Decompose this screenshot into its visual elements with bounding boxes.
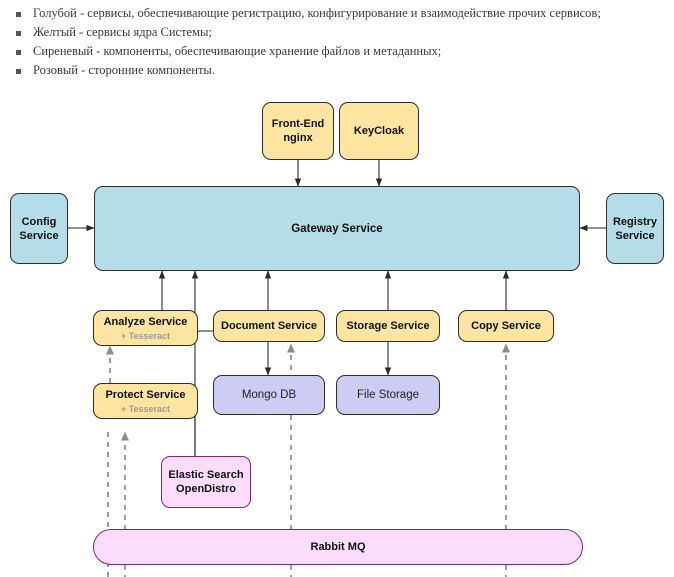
node-storage-service[interactable]: Storage Service [336,310,440,342]
legend-list: Голубой - сервисы, обеспечивающие регист… [0,0,674,82]
node-label: File Storage [356,389,419,401]
node-label: Storage Service [346,320,430,332]
node-label: Mongo DB [241,389,297,401]
legend-item-label: Сиреневый - компоненты, обеспечивающие х… [33,44,442,58]
node-label-line2: OpenDistro [176,483,236,495]
square-bullet-icon [16,50,21,55]
node-keycloak[interactable]: KeyCloak [339,102,419,160]
node-label: Config [21,215,57,228]
node-label: Registry [612,215,658,228]
square-bullet-icon [16,31,21,36]
node-elastic-search-opendistro[interactable]: Elastic Search OpenDistro [161,456,251,508]
list-item: Желтый - сервисы ядра Системы; [0,25,674,44]
node-subtitle: + Tesseract [120,403,171,414]
list-item: Розовый - сторонние компоненты. [0,63,674,82]
node-label-line2: Service [615,229,655,242]
legend-item-label: Голубой - сервисы, обеспечивающие регист… [33,6,601,20]
node-copy-service[interactable]: Copy Service [458,310,554,342]
node-label: Copy Service [471,320,541,332]
node-file-storage[interactable]: File Storage [336,375,440,415]
node-mongo-db[interactable]: Mongo DB [213,375,325,415]
node-label: Protect Service [105,388,186,401]
node-label: Analyze Service [103,315,188,328]
node-subtitle: + Tesseract [120,330,171,341]
node-rabbit-mq[interactable]: Rabbit MQ [93,529,583,565]
square-bullet-icon [16,69,21,74]
legend-item-label: Розовый - сторонние компоненты. [33,63,215,77]
architecture-diagram: Front-End nginx KeyCloak Config Service … [0,82,674,577]
list-item: Сиреневый - компоненты, обеспечивающие х… [0,44,674,63]
node-label: Elastic Search [168,469,244,481]
legend-item-label: Желтый - сервисы ядра Системы; [33,25,212,39]
node-label: Rabbit MQ [310,541,366,553]
list-item: Голубой - сервисы, обеспечивающие регист… [0,6,674,25]
square-bullet-icon [16,12,21,17]
node-document-service[interactable]: Document Service [213,310,325,342]
node-front-end-nginx[interactable]: Front-End nginx [262,102,334,160]
node-registry-service[interactable]: Registry Service [606,193,664,264]
node-config-service[interactable]: Config Service [10,193,68,264]
node-label-line2: nginx [283,132,313,144]
node-label: Gateway Service [291,222,383,235]
node-label-line2: Service [19,229,59,242]
node-protect-service[interactable]: Protect Service + Tesseract [93,383,198,419]
node-analyze-service[interactable]: Analyze Service + Tesseract [93,310,198,346]
node-gateway-service[interactable]: Gateway Service [94,186,580,271]
node-label: KeyCloak [353,125,405,137]
node-label: Front-End [271,118,325,130]
node-label: Document Service [221,320,317,332]
